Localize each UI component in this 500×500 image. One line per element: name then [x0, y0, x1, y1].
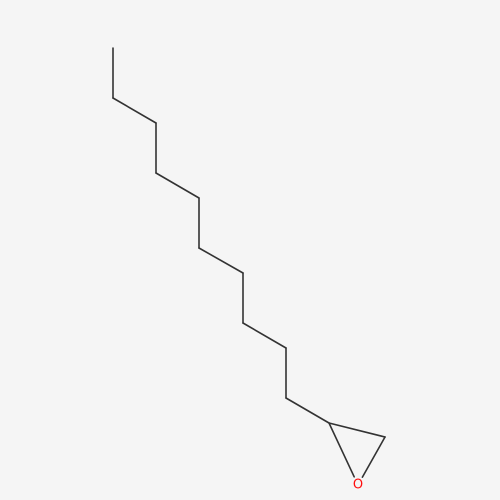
bond-9-10 — [285, 397, 330, 424]
bond-10-12 — [328, 422, 355, 478]
bond-5-6 — [198, 247, 244, 274]
bond-3-4 — [155, 172, 200, 199]
bond-10-11 — [328, 422, 386, 438]
bond-1-2 — [112, 97, 157, 124]
bond-11-12 — [361, 436, 386, 478]
atom-label-oxygen: O — [353, 478, 363, 493]
bond-7-8 — [242, 322, 287, 349]
